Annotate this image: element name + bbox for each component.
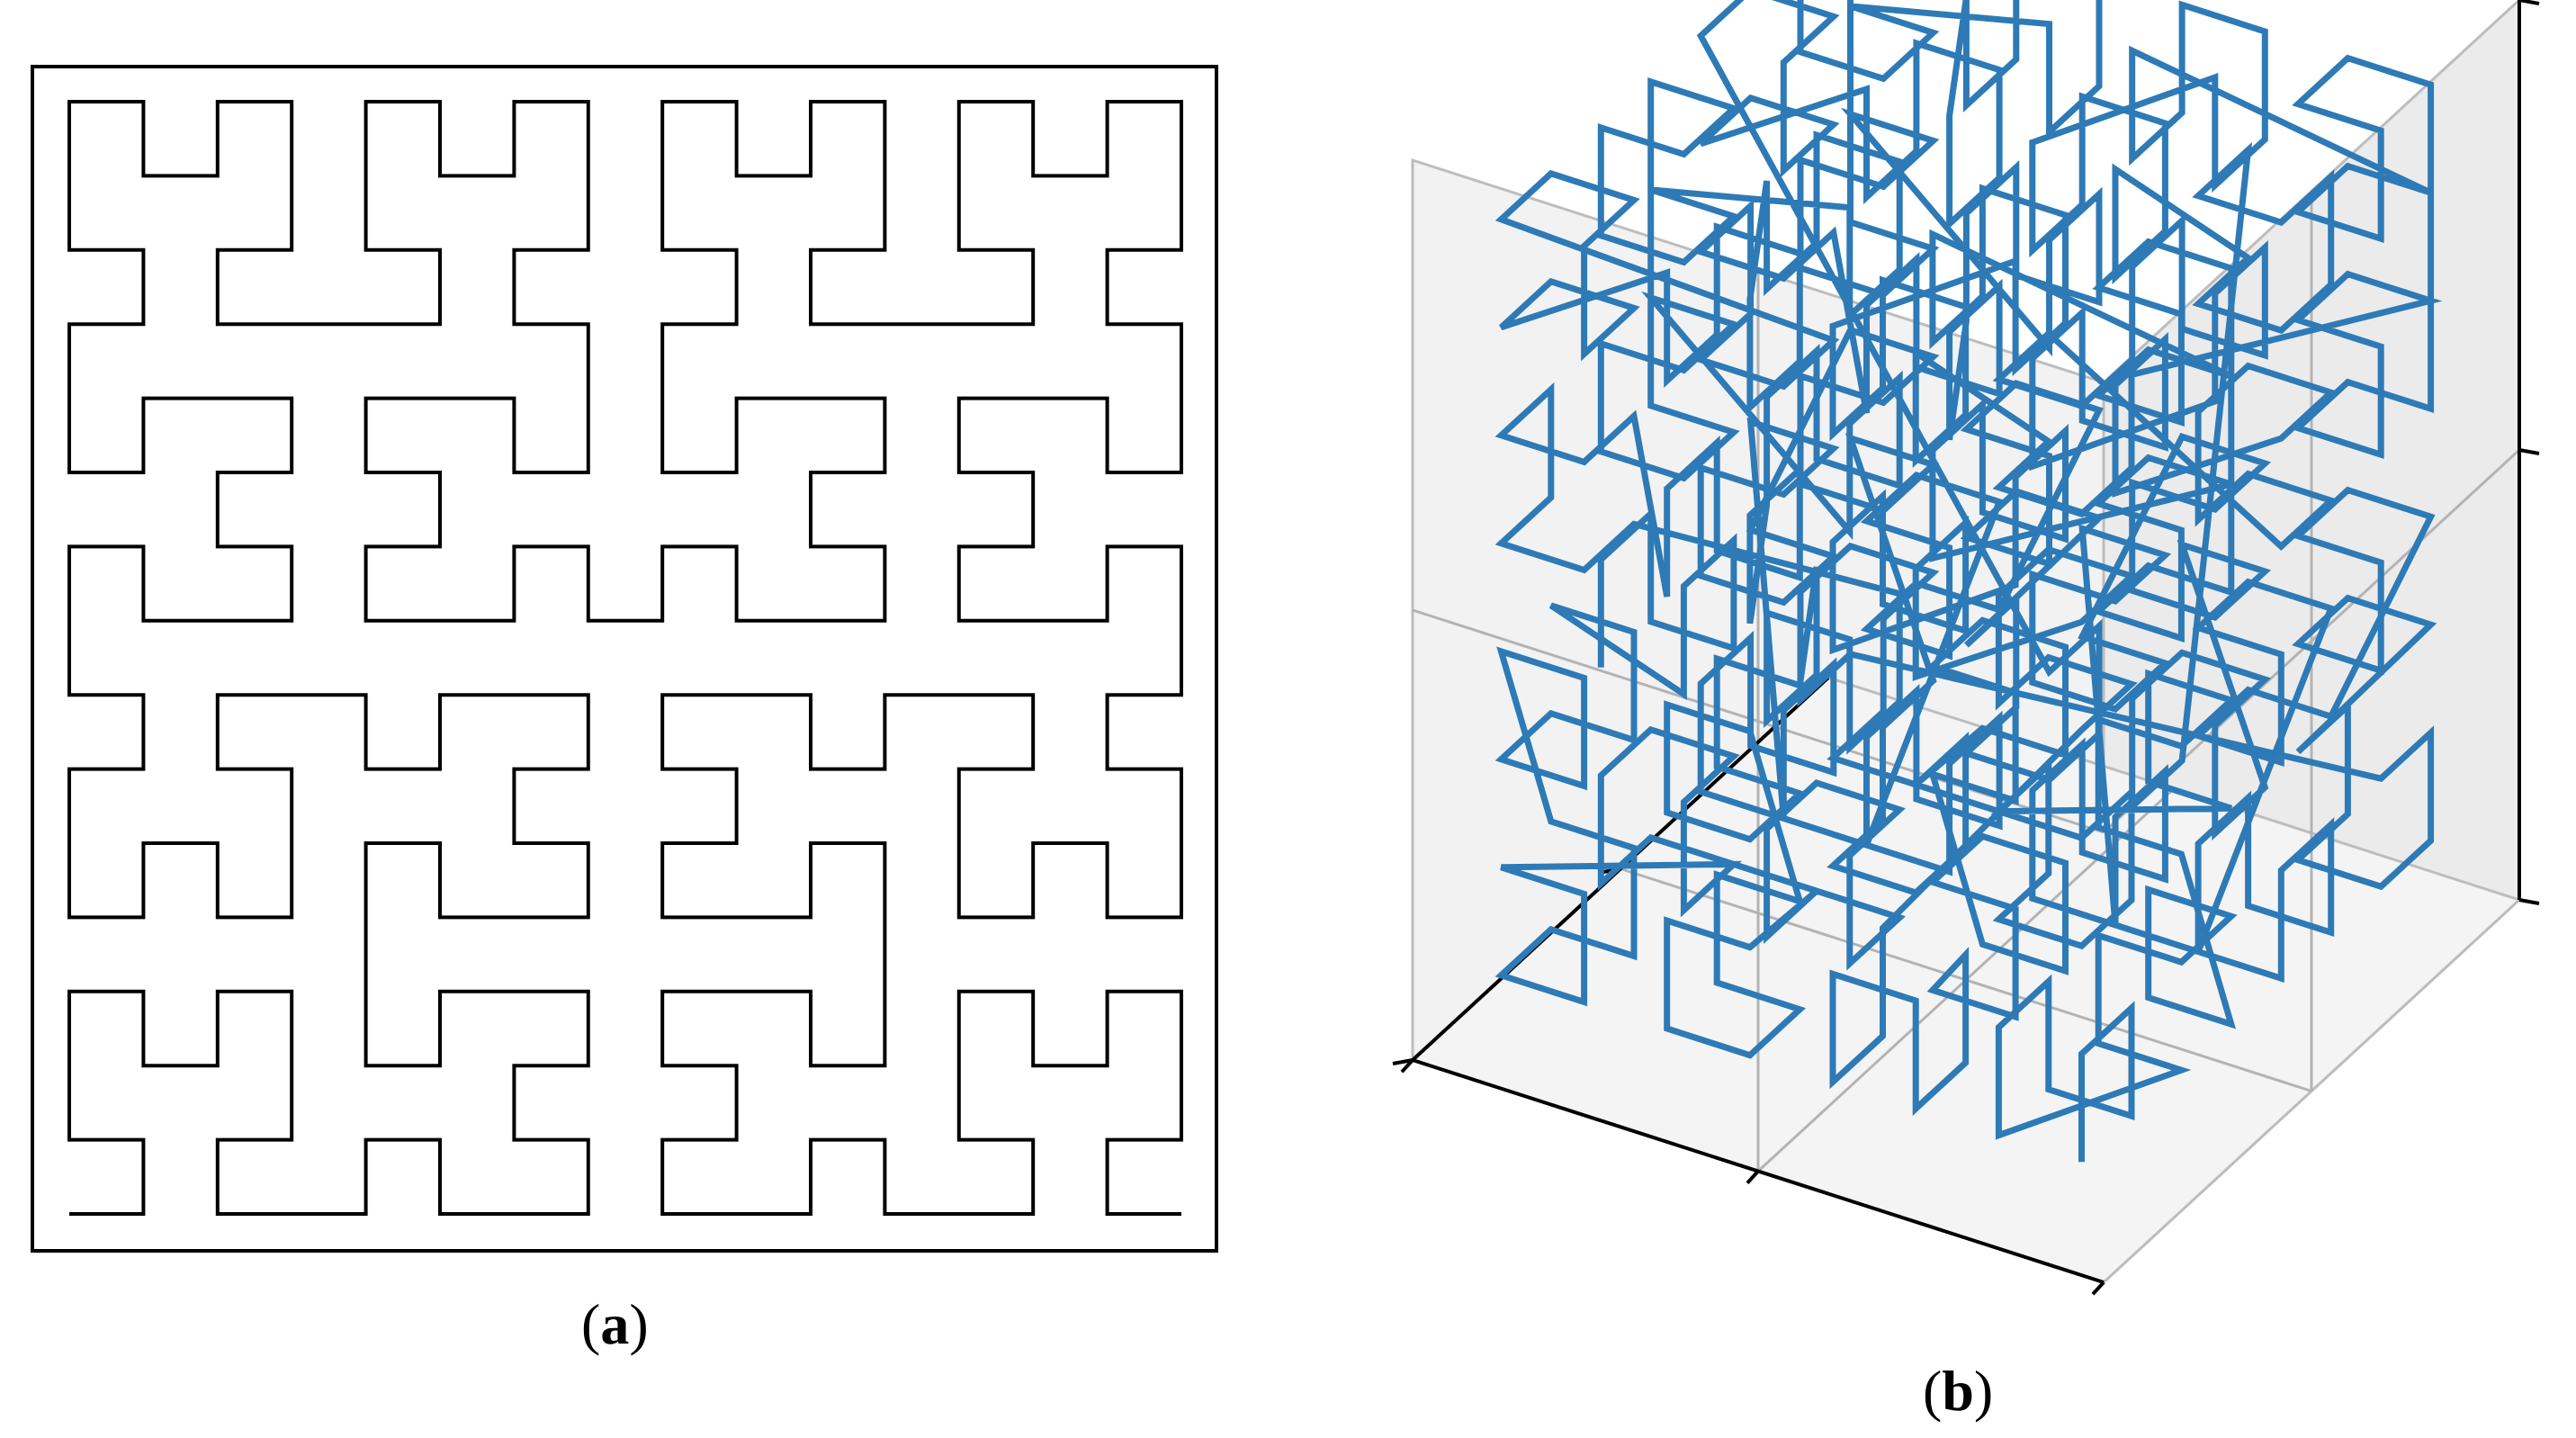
caption-a: (a) xyxy=(581,1292,649,1356)
x-tick xyxy=(1746,1170,1760,1185)
panel-a-frame xyxy=(31,65,1218,1253)
x-tick xyxy=(2091,1281,2105,1296)
hilbert-curve-2d xyxy=(67,100,1183,1216)
z-tick xyxy=(2518,898,2540,905)
y-tick xyxy=(1392,1058,1414,1065)
caption-b: (b) xyxy=(1923,1359,1994,1423)
z-tick xyxy=(2518,448,2540,455)
hilbert-curve-3d xyxy=(1494,0,2443,1163)
panel-a xyxy=(31,65,1218,1253)
x-tick xyxy=(1400,1058,1414,1074)
panel-b xyxy=(1392,0,2540,1296)
z-tick xyxy=(2518,0,2540,5)
